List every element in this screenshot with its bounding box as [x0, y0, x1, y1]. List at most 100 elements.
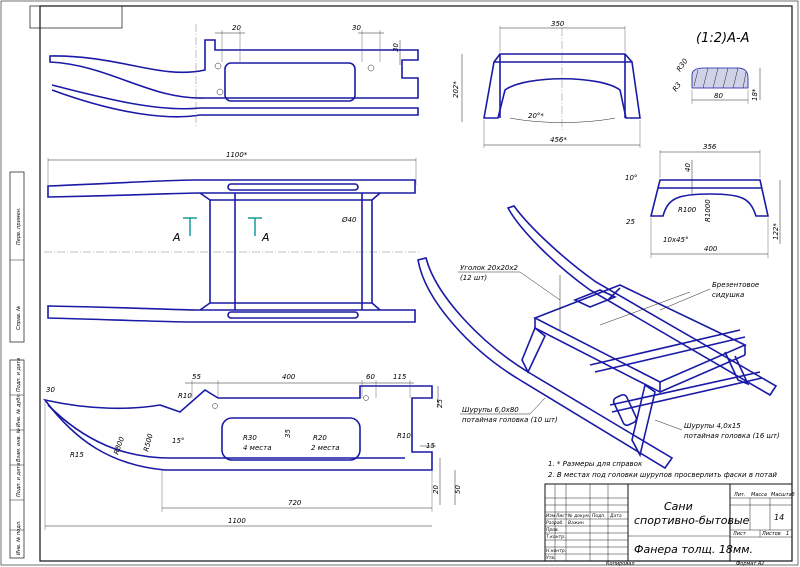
dim-label: 50: [454, 485, 462, 494]
dim-label: 25: [436, 399, 444, 408]
technical-notes: 1. * Размеры для справок 2. В местах под…: [548, 460, 777, 479]
dim-label: 1100: [228, 517, 246, 525]
dim-label: R100: [678, 206, 697, 214]
stamp-text: Подп. и дата: [16, 358, 22, 392]
callout-text: потайная головка (10 шт): [462, 416, 558, 424]
stamp-text: Инв. № дубл.: [16, 393, 22, 427]
dim-label: R500: [142, 432, 155, 452]
dim-label: 15°: [172, 437, 184, 445]
dim-label: 456*: [550, 136, 567, 144]
callout-text: Уголок 20х20х2: [460, 264, 519, 272]
section-title: (1:2)А-А: [696, 31, 750, 46]
format-label: Формат А2: [736, 561, 764, 567]
copied-label: Копировал: [606, 561, 635, 567]
dim-label: 25: [626, 218, 635, 226]
dim-label: 202*: [452, 81, 460, 98]
material-spec: Фанера толщ. 18мм.: [634, 543, 753, 556]
section-label: А: [261, 231, 270, 244]
dim-label: 356: [703, 143, 717, 151]
note-line: 2. В местах под головки шурупов просверл…: [548, 471, 777, 479]
product-name: Сани: [664, 500, 693, 513]
sheet-inner-frame: [39, 5, 793, 562]
top-left-stamp-box: [29, 5, 123, 29]
dim-label: R10: [178, 392, 192, 400]
tb-designer: Важин: [568, 520, 584, 526]
dim-label: R15: [70, 451, 84, 459]
dim-label: 1100*: [226, 151, 248, 159]
dim-label: R1000: [704, 199, 712, 222]
dim-label: 2 места: [311, 444, 339, 452]
dim-label: 30: [392, 43, 400, 52]
tb-sheets-count: 1: [786, 531, 789, 537]
isometric-view: [417, 205, 778, 470]
dim-label: 10х45°: [663, 236, 688, 244]
dim-label: R800: [112, 435, 126, 455]
product-subtitle: спортивно-бытовые: [634, 514, 750, 527]
tb-row-label: Лист: [555, 513, 568, 519]
dim-label: 35: [284, 429, 292, 438]
sheet-number: 14: [774, 513, 784, 522]
dim-label: 122*: [772, 223, 780, 240]
dim-label: 400: [704, 245, 718, 253]
dim-label: 15: [426, 442, 435, 450]
section-label: А: [172, 231, 181, 244]
stamp-text: Подп. и дата: [16, 463, 22, 497]
title-block: Изм Лист № докум. Подп. Дата Разраб. Важ…: [544, 483, 795, 562]
dim-label: R20: [313, 434, 327, 442]
dim-label: 30: [352, 24, 361, 32]
dim-label: Ø40: [341, 216, 357, 224]
tb-row-label: № докум.: [567, 513, 590, 519]
tb-role: Утв.: [546, 555, 555, 561]
tb-col-label: Масса: [751, 492, 767, 498]
stamp-text: Взам. инв. №: [16, 428, 22, 462]
callout-text: Брезентовое: [712, 281, 759, 289]
tb-row-label: Изм: [546, 513, 556, 519]
tb-col-label: Масштаб: [771, 492, 795, 498]
tb-sheet-label: Лист: [732, 531, 747, 537]
dim-label: 55: [192, 373, 201, 381]
tb-row-label: Подп.: [592, 513, 606, 519]
plan-view: 1100* Ø40 А А: [44, 151, 420, 323]
tb-role: Пров.: [546, 527, 559, 533]
dim-label: 10°: [625, 174, 637, 182]
dim-label: 4 места: [243, 444, 271, 452]
stamp-text: Инв. № подл.: [16, 521, 22, 556]
dim-label: 115: [393, 373, 407, 381]
tb-role: Разраб.: [546, 520, 564, 526]
tb-role: Т.контр.: [546, 534, 566, 540]
callout-text: Шурупы 6,0х80: [462, 406, 519, 414]
section-a-a: (1:2)А-А R30 R3 80 18*: [671, 31, 761, 104]
stamp-text: Справ. №: [16, 306, 22, 330]
front-view: 350 202* 20°* 456*: [452, 20, 641, 148]
dim-label: R10: [397, 432, 411, 440]
end-frame-view: 356 40 10° R100 R1000 25 10х45° 122* 400: [625, 143, 781, 258]
tb-col-label: Лит.: [733, 492, 746, 498]
callout-text: Шурупы 4,0х15: [684, 422, 741, 430]
dim-label: 40: [684, 163, 692, 172]
note-line: 1. * Размеры для справок: [548, 460, 643, 468]
callout-text: (12 шт): [460, 274, 487, 282]
dim-label: 20: [432, 485, 440, 494]
dim-label: 20: [232, 24, 241, 32]
dim-label: R30: [675, 57, 690, 73]
dim-label: 350: [551, 20, 565, 28]
tb-role: Н.контр.: [546, 548, 566, 554]
dim-label: 720: [288, 499, 302, 507]
side-runner-view: 55 400 60 115 R10 R10 R15 30 R30 4 места…: [43, 373, 462, 530]
dim-label: 80: [714, 92, 723, 100]
top-runner-view: 20 30 30: [49, 24, 419, 128]
dim-label: 20°*: [528, 112, 544, 120]
tb-row-label: Дата: [609, 513, 622, 519]
dim-label: 18*: [751, 88, 759, 101]
tb-sheets-label: Листов: [761, 531, 781, 537]
left-stamp-column: Перв. примен. Справ. № Подп. и дата Инв.…: [9, 171, 25, 559]
dim-label: 60: [366, 373, 375, 381]
callout-text: сидушка: [712, 291, 744, 299]
dim-label: R30: [243, 434, 257, 442]
callout-text: потайная головка (16 шт): [684, 432, 780, 440]
dim-label: 400: [282, 373, 296, 381]
stamp-text: Перв. примен.: [16, 207, 22, 245]
dim-label: R3: [671, 81, 683, 93]
